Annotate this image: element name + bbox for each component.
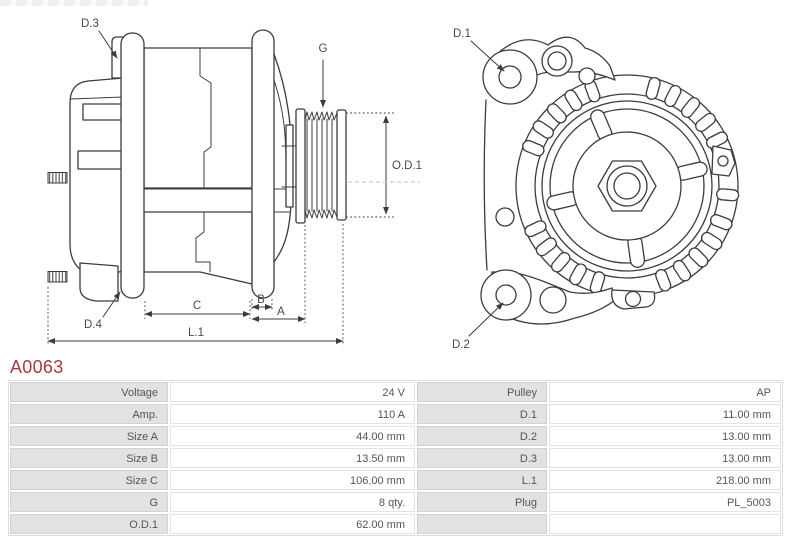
leader-arrows: [98, 30, 326, 318]
spec-label: Size A: [10, 426, 168, 446]
spec-label: D.2: [417, 426, 547, 446]
pulley: [295, 108, 347, 224]
label-od1: O.D.1: [392, 160, 422, 172]
spec-label: Pulley: [417, 382, 547, 402]
spec-value: 44.00 mm: [170, 426, 415, 446]
spec-label: O.D.1: [10, 514, 168, 534]
spec-label: Size B: [10, 448, 168, 468]
connector-tab-right: [711, 145, 736, 177]
label-dim-l1: L.1: [188, 327, 204, 339]
spec-value: 13.00 mm: [549, 448, 781, 468]
spec-label: Amp.: [10, 404, 168, 424]
terminal-stud-bottom: [47, 271, 68, 283]
label-d2: D.2: [452, 339, 470, 351]
spec-table: Voltage 24 V Pulley AP Amp. 110 A D.1 11…: [8, 380, 783, 536]
label-d3: D.3: [81, 18, 99, 30]
dimension-lines: [47, 112, 420, 346]
spec-value: 13.50 mm: [170, 448, 415, 468]
face-ring-inner: [549, 108, 705, 264]
label-dim-c: C: [193, 300, 201, 312]
label-g: G: [319, 43, 328, 55]
stator-body: [129, 47, 291, 285]
spec-value: [549, 514, 781, 534]
rear-foot: [79, 262, 119, 302]
terminal-stud-top: [47, 172, 68, 184]
spec-label: L.1: [417, 470, 547, 490]
rim-circle: [534, 93, 720, 279]
mounting-hole-d2: [495, 284, 517, 306]
mounting-flange-front: [251, 29, 275, 299]
spec-value: 218.00 mm: [549, 470, 781, 490]
pulley-grooves: [304, 111, 338, 219]
spec-label: D.3: [417, 448, 547, 468]
cropped-watermark: [0, 0, 148, 6]
spec-value: 24 V: [170, 382, 415, 402]
shaft: [281, 124, 298, 208]
label-d4: D.4: [84, 319, 103, 331]
spec-value: 106.00 mm: [170, 470, 415, 490]
spec-value: PL_5003: [549, 492, 781, 512]
spec-label: G: [10, 492, 168, 512]
spec-label: Voltage: [10, 382, 168, 402]
alternator-front-view: D.1 D.2: [452, 28, 740, 351]
part-number: A0063: [10, 357, 64, 377]
label-dim-b: B: [257, 294, 265, 306]
spec-label: [417, 514, 547, 534]
spec-value: 13.00 mm: [549, 426, 781, 446]
label-dim-a: A: [277, 306, 285, 318]
face-ring-outer: [541, 100, 713, 272]
left-bracket: [480, 36, 616, 325]
side-hole: [495, 207, 515, 227]
mounting-flange-rear: [120, 32, 145, 299]
label-d1: D.1: [453, 28, 471, 40]
spec-value: 11.00 mm: [549, 404, 781, 424]
spec-label: D.1: [417, 404, 547, 424]
spec-value: 62.00 mm: [170, 514, 415, 534]
spec-value: 8 qty.: [170, 492, 415, 512]
spec-label: Plug: [417, 492, 547, 512]
center-hub: [572, 131, 682, 241]
bottom-tab: [611, 289, 656, 310]
spec-label: Size C: [10, 470, 168, 490]
technical-diagram: D.3 D.4 G O.D.1 C B A L.1: [47, 18, 740, 351]
spec-value: AP: [549, 382, 781, 402]
alternator-side-view: D.3 D.4 G O.D.1 C B A L.1: [47, 18, 422, 346]
leader-arrows-front: [468, 40, 505, 337]
mounting-hole-d1: [498, 65, 522, 89]
spec-value: 110 A: [170, 404, 415, 424]
